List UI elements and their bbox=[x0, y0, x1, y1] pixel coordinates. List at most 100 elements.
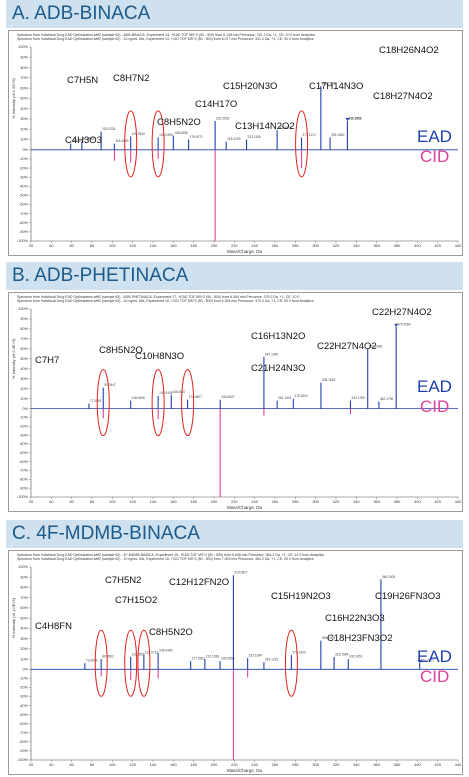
peak-label: 145.0399 bbox=[159, 133, 173, 137]
x-tick-label: 260 bbox=[272, 499, 279, 504]
peak-label: 126.0510 bbox=[132, 132, 146, 136]
peak-label: 118.0606 bbox=[132, 396, 145, 400]
y-tick-label: -70% bbox=[19, 731, 28, 735]
legend-cid: CID bbox=[420, 397, 450, 416]
y-tick-label: 50% bbox=[20, 97, 28, 101]
peak-label: 91.0547 bbox=[104, 383, 116, 387]
formula-label: C10H8N3O bbox=[135, 351, 185, 362]
peak-label: 118.0659 bbox=[115, 139, 128, 143]
peak-label: 102.0226 bbox=[102, 127, 116, 131]
y-tick-label: -100% bbox=[17, 758, 29, 762]
y-tick-label: -60% bbox=[19, 460, 28, 464]
y-tick-label: 10% bbox=[20, 657, 28, 661]
peak-label: 201.0653 bbox=[216, 117, 230, 121]
x-tick-label: 420 bbox=[434, 499, 441, 504]
y-tick-label: 60% bbox=[20, 347, 28, 351]
header-line-2: Spectrum from Individual Drug EAD Optimi… bbox=[17, 299, 314, 303]
x-tick-label: 100 bbox=[109, 762, 116, 767]
x-tick-label: 300 bbox=[312, 762, 319, 767]
formula-label: C17H14N3O bbox=[309, 81, 364, 92]
spectrum-svg: 100%90%80%70%60%50%40%30%20%10%0%-10%-20… bbox=[11, 307, 462, 510]
x-axis-label: Mass/Charge, Da bbox=[227, 249, 263, 254]
y-tick-label: 0% bbox=[23, 407, 29, 411]
precursor-marker bbox=[394, 323, 399, 327]
formula-label: C8H7N2 bbox=[113, 73, 150, 84]
x-tick-label: 160 bbox=[170, 243, 177, 248]
y-axis-label: % Intensity (of 1.0E+5) bbox=[11, 597, 16, 638]
y-tick-label: -80% bbox=[19, 221, 28, 225]
x-axis-label: Mass/Charge, Da bbox=[227, 768, 263, 773]
peak-label: 379.2064 bbox=[397, 322, 411, 326]
x-tick-label: 380 bbox=[394, 499, 401, 504]
spectrum-plot: Spectrum from Individual Drug EAD Optimi… bbox=[8, 292, 463, 512]
y-tick-label: -50% bbox=[19, 194, 28, 198]
peak-label: 206.0637 bbox=[221, 395, 235, 399]
formula-label: C21H24N3O bbox=[251, 363, 306, 374]
peak-label: 305.1400 bbox=[322, 636, 336, 640]
formula-label: C18H26N4O2 bbox=[379, 45, 439, 56]
x-tick-label: 360 bbox=[373, 762, 380, 767]
y-tick-label: -60% bbox=[19, 203, 28, 207]
x-tick-label: 400 bbox=[414, 243, 421, 248]
x-tick-label: 440 bbox=[455, 499, 462, 504]
x-tick-label: 140 bbox=[150, 243, 157, 248]
x-tick-label: 40 bbox=[49, 243, 54, 248]
formula-label: C14H17O bbox=[195, 99, 238, 110]
y-tick-label: -30% bbox=[19, 433, 28, 437]
y-tick-label: -20% bbox=[19, 686, 28, 690]
x-tick-label: 100 bbox=[109, 243, 116, 248]
panel-c: C. 4F-MDMB-BINACA Spectrum from Individu… bbox=[0, 520, 469, 777]
x-tick-label: 80 bbox=[90, 499, 95, 504]
x-tick-label: 380 bbox=[394, 243, 401, 248]
x-tick-label: 100 bbox=[109, 499, 116, 504]
header-line-1: Spectrum from Individual Drug EAD Optimi… bbox=[17, 295, 300, 299]
y-tick-label: -10% bbox=[19, 677, 28, 681]
y-tick-label: 0% bbox=[23, 667, 29, 671]
y-tick-label: 80% bbox=[20, 66, 28, 70]
x-tick-label: 340 bbox=[353, 762, 360, 767]
peak-label: 191.1536 bbox=[206, 655, 220, 659]
highlight-circle bbox=[181, 369, 195, 437]
x-axis-label: Mass/Charge, Da bbox=[227, 505, 263, 510]
formula-label: C8H5N2O bbox=[149, 627, 193, 638]
panel-a: A. ADB-BINACA Spectrum from Individual D… bbox=[0, 0, 469, 258]
legend-ead: EAD bbox=[417, 377, 452, 396]
x-tick-label: 120 bbox=[129, 243, 136, 248]
y-tick-label: -10% bbox=[19, 416, 28, 420]
peak-label: 402.2971 bbox=[421, 659, 435, 663]
x-tick-label: 140 bbox=[150, 762, 157, 767]
peak-label: 158.0658 bbox=[174, 131, 188, 135]
x-tick-label: 180 bbox=[190, 243, 197, 248]
x-tick-label: 60 bbox=[69, 762, 74, 767]
x-tick-label: 300 bbox=[312, 243, 319, 248]
x-tick-label: 180 bbox=[190, 762, 197, 767]
formula-label: C4H8FN bbox=[35, 621, 72, 632]
x-tick-label: 80 bbox=[90, 762, 95, 767]
y-tick-label: 30% bbox=[20, 377, 28, 381]
legend-ead: EAD bbox=[417, 647, 452, 666]
y-tick-label: 70% bbox=[20, 596, 28, 600]
highlight-circle bbox=[295, 110, 309, 178]
peak-label: 73.0646 bbox=[86, 659, 98, 663]
peak-label: 145.0445 bbox=[159, 391, 173, 395]
x-tick-label: 360 bbox=[373, 499, 380, 504]
y-tick-label: 100% bbox=[18, 307, 28, 311]
y-tick-label: -80% bbox=[19, 478, 28, 482]
peak-label: 219.0877 bbox=[234, 571, 248, 575]
y-tick-label: -50% bbox=[19, 451, 28, 455]
x-tick-label: 420 bbox=[434, 762, 441, 767]
x-tick-label: 60 bbox=[69, 499, 74, 504]
x-tick-label: 220 bbox=[231, 243, 238, 248]
y-tick-label: -30% bbox=[19, 695, 28, 699]
spectrum-plot: Spectrum from Individual Drug EAD Optimi… bbox=[8, 30, 463, 256]
formula-label: C7H5N bbox=[67, 75, 99, 86]
y-tick-label: 30% bbox=[20, 117, 28, 121]
formula-label: C13H14N2O2 bbox=[235, 121, 295, 132]
y-tick-label: 70% bbox=[20, 76, 28, 80]
x-tick-label: 120 bbox=[129, 499, 136, 504]
highlight-circle bbox=[94, 629, 108, 697]
legend-ead: EAD bbox=[417, 127, 452, 146]
y-tick-label: 60% bbox=[20, 86, 28, 90]
y-tick-label: -40% bbox=[19, 704, 28, 708]
spectrum-svg: 100%90%80%70%60%50%40%30%20%10%0%-10%-20… bbox=[11, 45, 462, 254]
